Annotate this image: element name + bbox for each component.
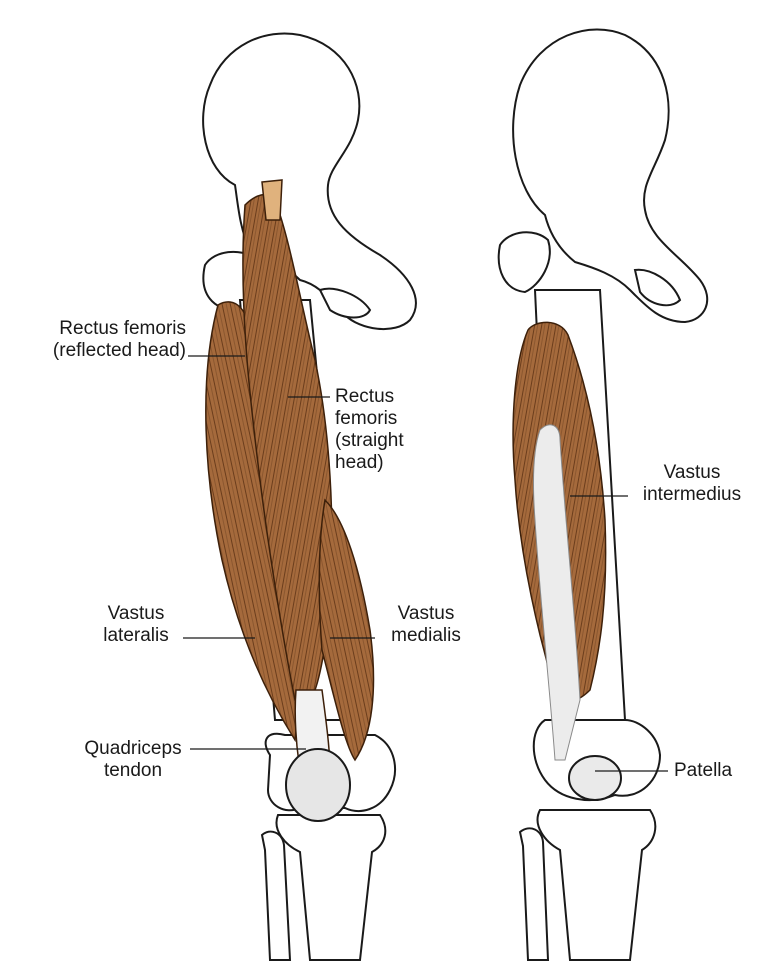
label-line: intermedius: [628, 484, 756, 506]
right-fibula: [520, 828, 548, 960]
label-line: femoris: [335, 408, 404, 430]
label-vastus-intermedius: Vastus intermedius: [628, 462, 756, 506]
label-line: medialis: [378, 625, 474, 647]
label-line: lateralis: [88, 625, 184, 647]
label-rectus-femoris-reflected-head: Rectus femoris (reflected head): [8, 318, 186, 362]
label-patella: Patella: [674, 760, 732, 782]
label-line: tendon: [78, 760, 188, 782]
left-patella: [286, 749, 350, 821]
left-fibula: [262, 832, 290, 960]
right-femur-head: [499, 232, 550, 292]
rectus-femoris-origin-tendon: [262, 180, 282, 220]
label-line: (reflected head): [8, 340, 186, 362]
left-tibia: [277, 815, 386, 960]
label-line: Vastus: [88, 603, 184, 625]
label-line: Rectus femoris: [8, 318, 186, 340]
right-pelvis-bone: [513, 29, 707, 322]
label-line: Rectus: [335, 386, 404, 408]
label-line: head): [335, 452, 404, 474]
label-line: Vastus: [628, 462, 756, 484]
label-line: (straight: [335, 430, 404, 452]
right-patella: [569, 756, 621, 800]
label-line: Quadriceps: [78, 738, 188, 760]
right-tibia: [538, 810, 656, 960]
label-rectus-femoris-straight-head: Rectus femoris (straight head): [335, 386, 404, 474]
label-vastus-medialis: Vastus medialis: [378, 603, 474, 647]
label-quadriceps-tendon: Quadriceps tendon: [78, 738, 188, 782]
label-line: Vastus: [378, 603, 474, 625]
label-vastus-lateralis: Vastus lateralis: [88, 603, 184, 647]
